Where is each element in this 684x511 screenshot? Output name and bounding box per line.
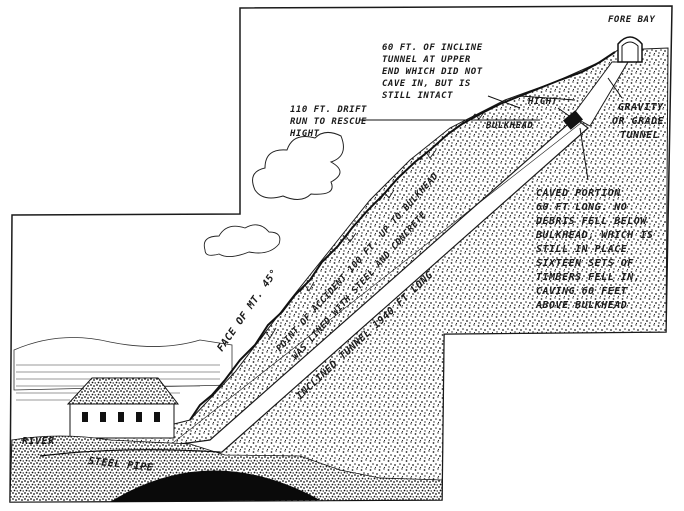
- mountain-surface: [189, 51, 616, 421]
- svg-text:60 FT LONG. NO: 60 FT LONG. NO: [536, 202, 627, 213]
- svg-text:BULKHEAD, WHICH IS: BULKHEAD, WHICH IS: [535, 230, 653, 241]
- svg-text:110 FT. DRIFT: 110 FT. DRIFT: [290, 105, 367, 115]
- leader-lines: [360, 77, 623, 181]
- svg-text:60 FT. OF INCLINE: 60 FT. OF INCLINE: [382, 43, 483, 53]
- svg-text:RUN TO RESCUE: RUN TO RESCUE: [290, 117, 367, 127]
- svg-text:TIMBERS FELL IN,: TIMBERS FELL IN,: [536, 272, 640, 283]
- svg-text:HIGHT: HIGHT: [289, 129, 320, 139]
- svg-text:ABOVE BULKHEAD: ABOVE BULKHEAD: [535, 300, 627, 311]
- svg-text:TUNNEL AT UPPER: TUNNEL AT UPPER: [382, 55, 471, 65]
- fore-bay-portal-inner: [621, 41, 639, 62]
- label-bulkhead: BULKHEAD: [485, 121, 533, 131]
- note-drift: 110 FT. DRIFT RUN TO RESCUE HIGHT: [289, 105, 367, 139]
- note-gravity-tunnel: GRAVITY OR GRADE TUNNEL: [612, 102, 665, 141]
- svg-text:CAVE IN, BUT IS: CAVE IN, BUT IS: [382, 79, 471, 89]
- svg-text:SIXTEEN SETS OF: SIXTEEN SETS OF: [536, 258, 634, 269]
- foreground-ground: [9, 435, 443, 503]
- distant-hills: [13, 337, 233, 391]
- svg-text:STILL INTACT: STILL INTACT: [382, 91, 453, 101]
- svg-text:DEBRIS FELL BELOW: DEBRIS FELL BELOW: [535, 216, 647, 227]
- svg-text:STILL IN PLACE: STILL IN PLACE: [536, 244, 628, 255]
- cloud: [252, 132, 344, 200]
- label-fore-bay: FORE BAY: [608, 15, 655, 25]
- cloud-lower: [203, 224, 281, 257]
- svg-text:OR GRADE: OR GRADE: [612, 116, 665, 127]
- tunnel-centerline: [159, 122, 582, 454]
- svg-text:CAVING 60 FEET: CAVING 60 FEET: [536, 286, 628, 297]
- steel-pipe: [39, 449, 221, 457]
- svg-text:TUNNEL: TUNNEL: [620, 130, 659, 141]
- note-caved-portion: CAVED PORTION 60 FT LONG. NO DEBRIS FELL…: [535, 188, 653, 311]
- bulkhead: [563, 110, 583, 130]
- label-river: RIVER: [22, 436, 55, 447]
- tunnel-mouth-arch: [110, 470, 320, 502]
- label-hight: HIGHT: [527, 97, 558, 107]
- svg-text:CAVED PORTION: CAVED PORTION: [536, 188, 621, 199]
- fore-bay-portal: [617, 36, 643, 63]
- svg-text:END WHICH DID NOT: END WHICH DID NOT: [382, 67, 483, 77]
- surface-scrub: [259, 110, 486, 341]
- svg-text:GRAVITY: GRAVITY: [618, 102, 664, 113]
- power-house: [66, 377, 180, 439]
- note-incline-top: 60 FT. OF INCLINE TUNNEL AT UPPER END WH…: [382, 43, 483, 101]
